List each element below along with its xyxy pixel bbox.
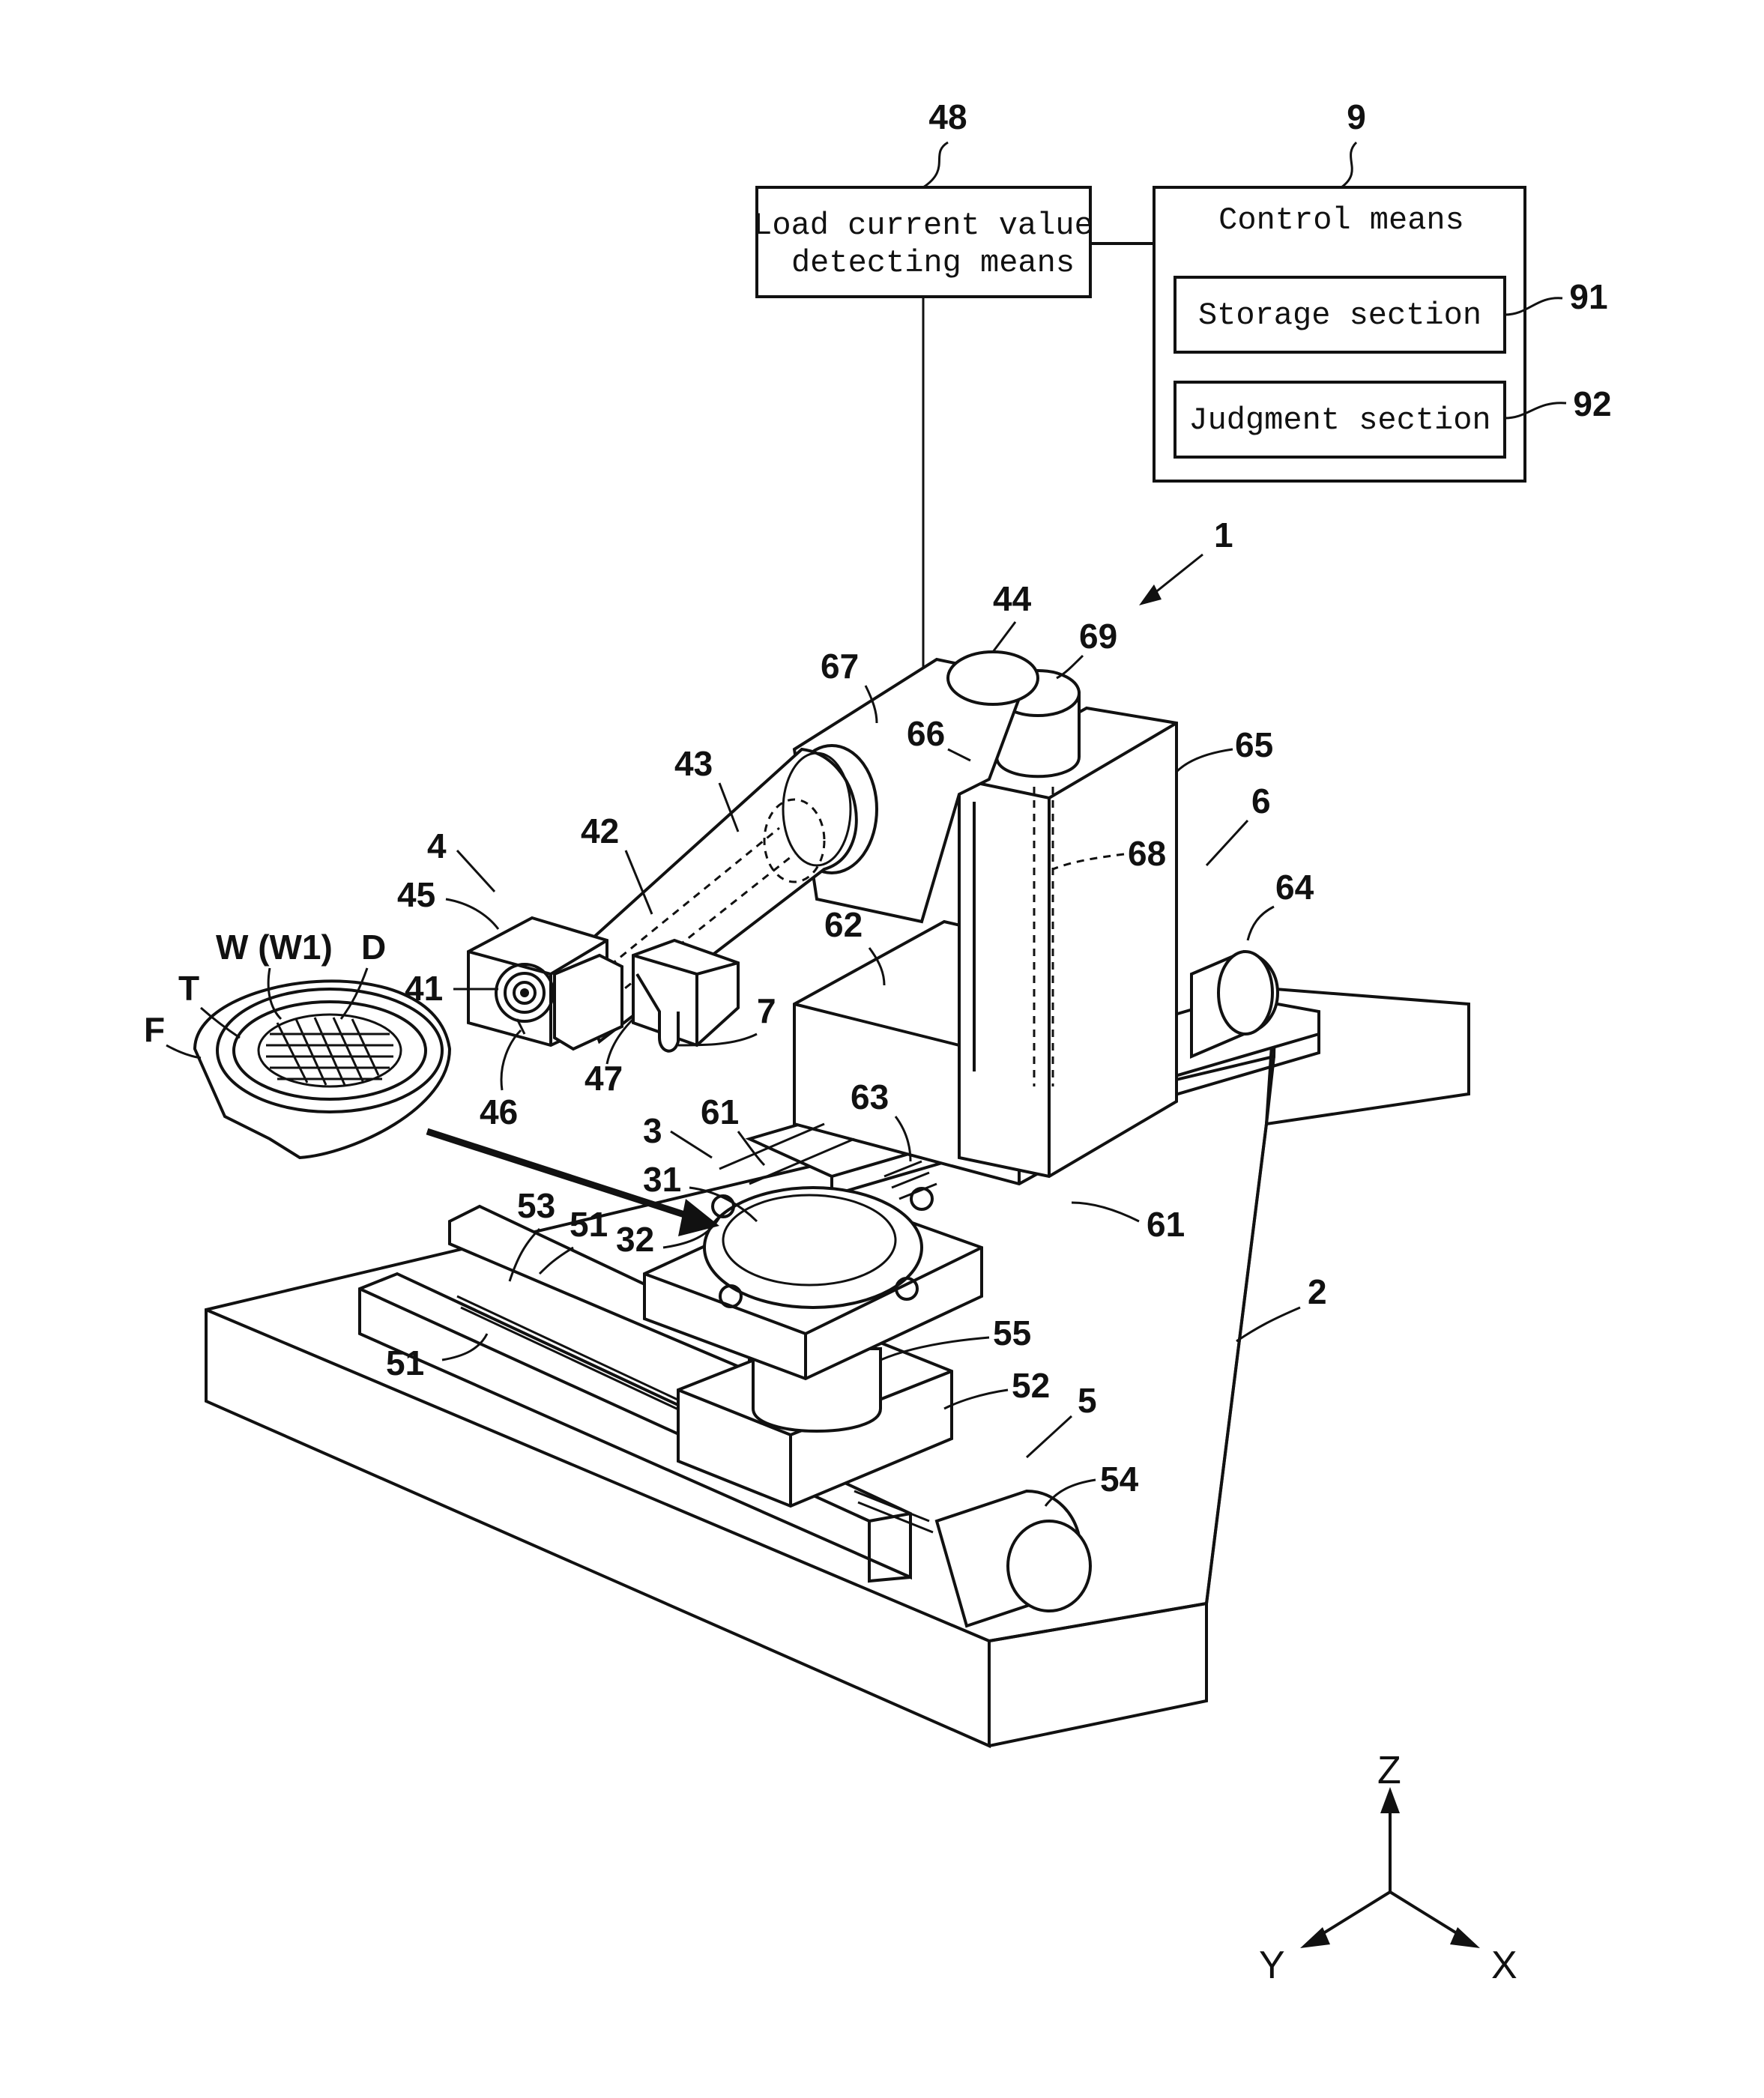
ref-91: 91 (1569, 277, 1607, 316)
ref-3: 3 (643, 1111, 662, 1150)
leader-d (341, 968, 367, 1019)
ref-7: 7 (757, 991, 776, 1030)
device-grid (266, 1018, 393, 1085)
ref-52: 52 (1012, 1366, 1050, 1405)
ref-54: 54 (1100, 1460, 1139, 1499)
ref-42: 42 (581, 811, 619, 850)
leader-45 (446, 899, 498, 929)
ref-6: 6 (1251, 782, 1271, 820)
leader-92 (1505, 403, 1566, 418)
axis-y-label: Y (1259, 1944, 1285, 1987)
ref-67: 67 (821, 647, 859, 686)
leader-46 (501, 1030, 521, 1090)
ref-46: 46 (480, 1092, 518, 1131)
ref-68: 68 (1128, 834, 1166, 873)
leader-44 (993, 622, 1015, 652)
leader-91 (1505, 298, 1562, 315)
ref-48: 48 (928, 97, 967, 136)
ref-5: 5 (1078, 1381, 1097, 1420)
ref-63: 63 (851, 1077, 889, 1116)
ref-62: 62 (824, 905, 863, 944)
load-current-detecting-box: Load current value detecting means (753, 187, 1093, 297)
ref-t: T (178, 969, 199, 1008)
ref-43: 43 (674, 744, 713, 783)
leader-69 (1057, 656, 1083, 678)
leader-48 (923, 142, 948, 187)
leader-65 (1176, 749, 1233, 772)
leader-9 (1341, 142, 1356, 187)
leader-64 (1248, 907, 1274, 940)
ref-d: D (361, 928, 386, 967)
ref-61-right: 61 (1147, 1205, 1185, 1244)
ref-41: 41 (405, 969, 443, 1008)
axis-triad: Z Y X (1259, 1749, 1517, 1987)
ref-69: 69 (1079, 617, 1117, 656)
ref-4: 4 (427, 826, 447, 865)
control-means-box: Control means Storage section Judgment s… (1154, 187, 1525, 481)
axis-z-label: Z (1377, 1749, 1401, 1792)
leader-2 (1236, 1308, 1300, 1341)
leader-4 (457, 850, 495, 892)
ref-66: 66 (907, 714, 945, 753)
leader-6 (1206, 820, 1248, 865)
ref-2: 2 (1308, 1272, 1327, 1311)
load-current-label-line1: Load current value (753, 208, 1093, 244)
axis-x-label: X (1491, 1944, 1517, 1987)
ref-45: 45 (397, 875, 435, 914)
ref-51-back: 51 (570, 1205, 608, 1244)
leader-3 (671, 1131, 712, 1158)
ref-92: 92 (1573, 384, 1611, 423)
control-means-title: Control means (1218, 202, 1464, 238)
ref-51-front: 51 (386, 1343, 424, 1382)
ref-9: 9 (1347, 97, 1366, 136)
ref-55: 55 (993, 1313, 1031, 1352)
judgment-section-label: Judgment section (1188, 402, 1490, 438)
load-current-label-line2: detecting means (791, 245, 1075, 281)
ref-61-left: 61 (701, 1092, 739, 1131)
ref-1: 1 (1214, 516, 1233, 554)
ref-32: 32 (616, 1220, 654, 1259)
ref-64: 64 (1275, 868, 1314, 907)
ref-f: F (144, 1010, 165, 1049)
ref-w: W (W1) (216, 928, 333, 967)
storage-section-label: Storage section (1198, 297, 1481, 333)
ref-47: 47 (585, 1059, 623, 1098)
ref-44: 44 (993, 579, 1032, 618)
ref-65: 65 (1235, 725, 1273, 764)
ref-31: 31 (643, 1160, 681, 1199)
ref-53: 53 (517, 1186, 555, 1225)
